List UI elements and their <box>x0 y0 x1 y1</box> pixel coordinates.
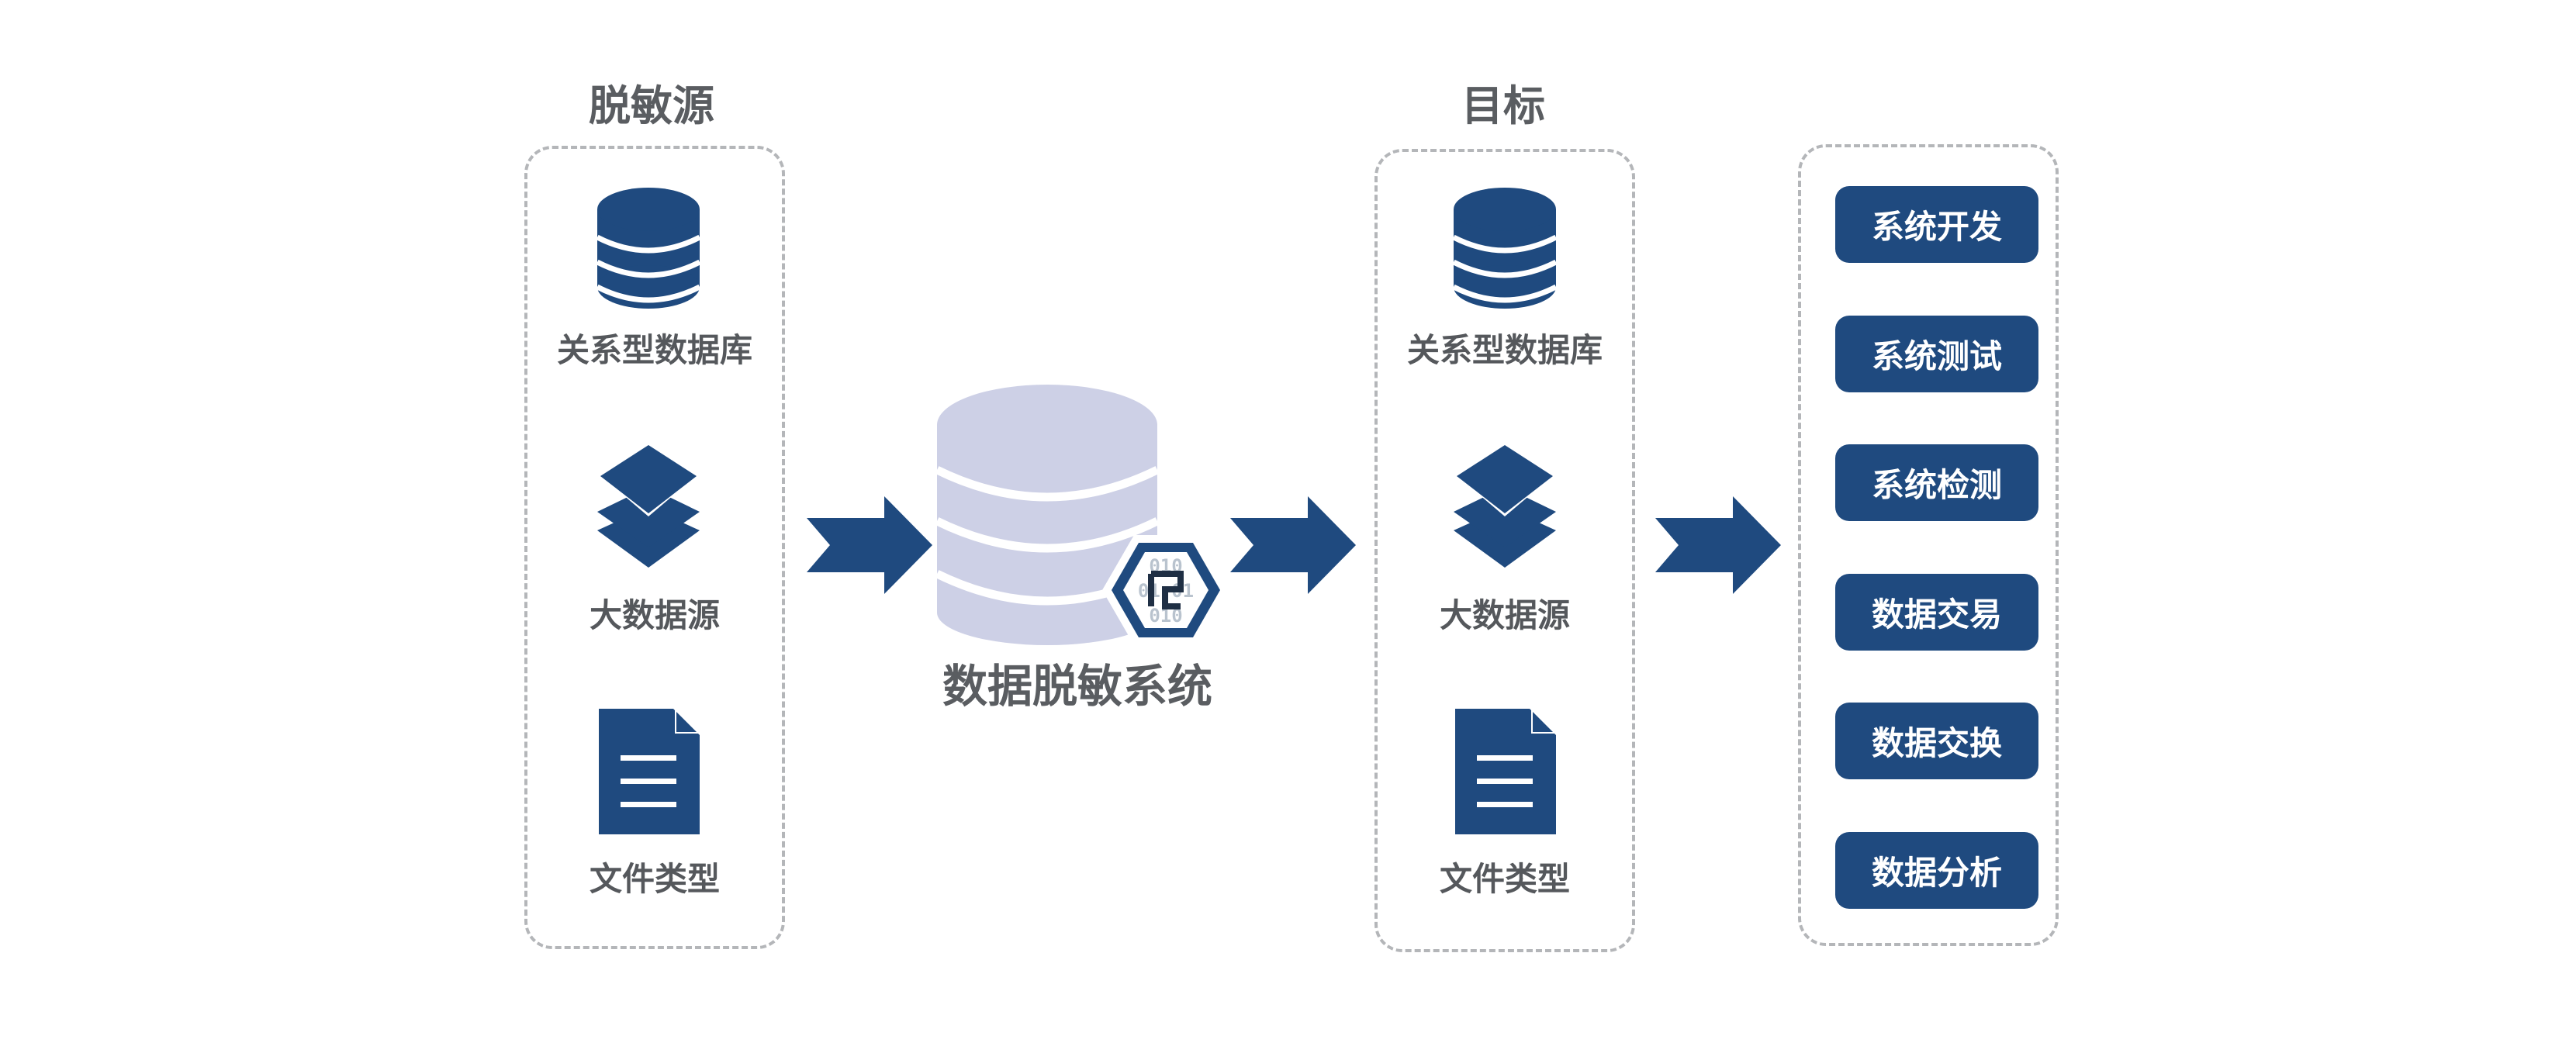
source-item-label-bigdata: 大数据源 <box>589 596 720 634</box>
masking-database-icon: 010 01 01 010 <box>935 385 1226 645</box>
target-item-label-file-type: 文件类型 <box>1439 860 1570 898</box>
document-icon <box>1455 709 1556 834</box>
database-icon <box>1452 188 1558 309</box>
source-heading: 脱敏源 <box>589 81 714 130</box>
stacked-layers-icon <box>1454 440 1556 568</box>
target-item-label-relational-db: 关系型数据库 <box>1406 331 1603 369</box>
target-item-label-bigdata: 大数据源 <box>1439 596 1570 634</box>
arrow-right-icon <box>1655 496 1781 594</box>
source-item-label-file-type: 文件类型 <box>589 860 720 898</box>
use-item-system-development: 系统开发 <box>1835 186 2038 263</box>
uses-panel <box>1798 144 2059 946</box>
stacked-layers-icon <box>597 440 700 568</box>
use-item-data-exchange: 数据交换 <box>1835 703 2038 779</box>
center-title: 数据脱敏系统 <box>942 660 1212 713</box>
use-item-data-trading: 数据交易 <box>1835 574 2038 651</box>
source-item-label-relational-db: 关系型数据库 <box>556 331 752 369</box>
use-item-data-analysis: 数据分析 <box>1835 832 2038 909</box>
document-icon <box>599 709 700 834</box>
arrow-right-icon <box>807 496 932 594</box>
database-icon <box>596 188 701 309</box>
use-item-system-testing: 系统测试 <box>1835 316 2038 392</box>
target-heading: 目标 <box>1461 81 1545 130</box>
arrow-right-icon <box>1230 496 1356 594</box>
use-item-system-inspection: 系统检测 <box>1835 444 2038 521</box>
source-panel <box>524 146 785 949</box>
target-panel <box>1374 149 1635 952</box>
